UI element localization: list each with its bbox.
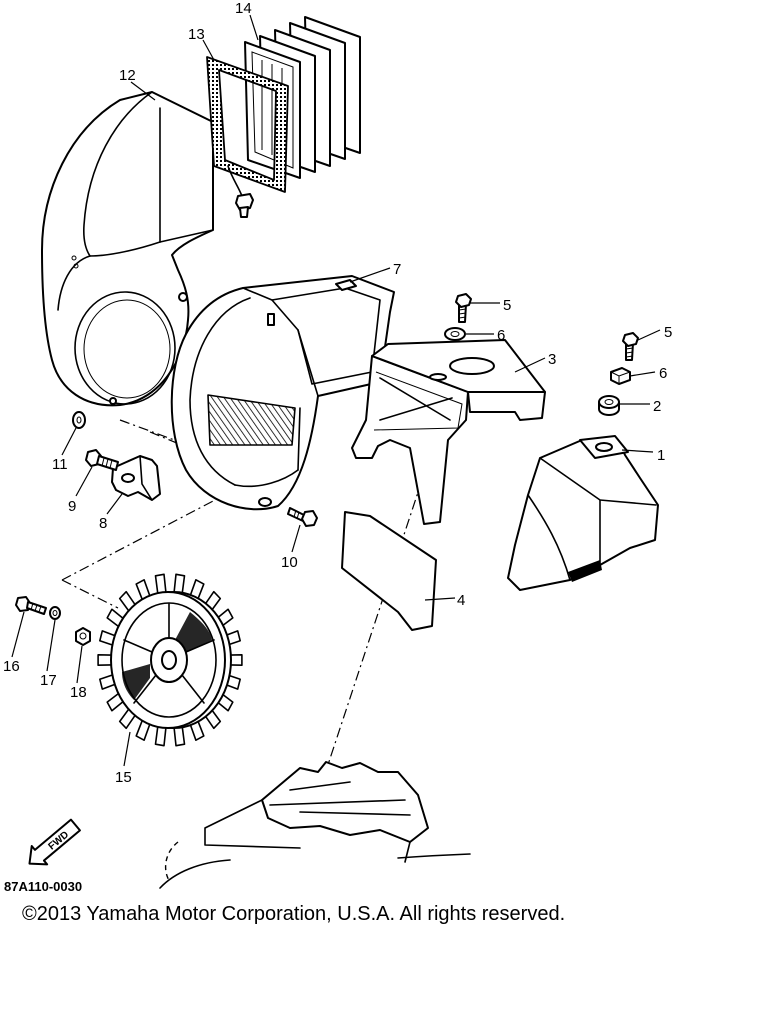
housing-mount-hole — [258, 497, 272, 507]
callout-17: 17 — [40, 672, 57, 689]
cover-drawing — [507, 435, 659, 591]
leader-line-12 — [130, 81, 156, 101]
callout-2: 2 — [653, 398, 661, 415]
leader-line-6-right — [629, 371, 656, 377]
flywheel-fan-drawing — [97, 573, 243, 747]
callout-18: 18 — [70, 684, 87, 701]
callout-8: 8 — [99, 515, 107, 532]
gasket-drawing — [206, 56, 289, 218]
leader-lines — [11, 14, 661, 767]
rivet-mark — [73, 263, 79, 269]
duct-bolt-tab — [109, 397, 117, 405]
leader-line-3 — [514, 357, 546, 373]
leader-line-17 — [46, 619, 56, 672]
cover-shaded-edge — [568, 560, 602, 582]
washer-6-left-drawing — [444, 327, 466, 341]
leader-line-7 — [349, 267, 391, 283]
reference-line-bracket-to-engine — [317, 461, 429, 796]
washer-17-drawing — [49, 606, 61, 620]
housing-tab — [335, 279, 357, 291]
clamp-hole — [121, 473, 135, 483]
diagram-part-code: 87A110-0030 — [4, 879, 82, 894]
nut-18-drawing — [75, 627, 91, 646]
bolt-5-right-drawing — [622, 332, 639, 361]
fan-spokes — [123, 603, 215, 704]
callout-15: 15 — [115, 769, 132, 786]
callout-6-left: 6 — [497, 327, 505, 344]
leader-line-1 — [621, 449, 654, 453]
callout-5-right: 5 — [664, 324, 672, 341]
fan-center-hole — [161, 650, 177, 670]
leader-line-15 — [123, 731, 131, 767]
bracket-drawing — [351, 339, 546, 525]
fwd-arrow-icon: FWD — [28, 818, 81, 866]
leader-line-10 — [291, 524, 301, 553]
cover-hole — [595, 442, 613, 452]
leader-line-8 — [106, 493, 123, 515]
callout-11: 11 — [52, 456, 68, 473]
duct-flange-ring — [74, 291, 176, 405]
clamp-drawing — [111, 455, 161, 501]
callout-12: 12 — [119, 67, 136, 84]
air-duct-drawing — [41, 91, 214, 407]
leader-line-13 — [202, 39, 215, 61]
housing-louvers — [207, 394, 296, 446]
leader-line-16 — [11, 611, 25, 658]
rivet-mark — [71, 255, 77, 261]
bolt-9-drawing — [85, 449, 119, 471]
leader-line-4 — [424, 597, 456, 601]
washer-11-drawing — [72, 411, 86, 429]
gasket-wire — [227, 165, 243, 197]
callout-9: 9 — [68, 498, 76, 515]
duct-flange-inner-ring — [83, 299, 171, 399]
fan-shaded-sector — [122, 664, 150, 700]
callout-7: 7 — [393, 261, 401, 278]
fan-housing-drawing — [170, 275, 395, 511]
callout-13: 13 — [188, 26, 205, 43]
duct-bolt-tab — [178, 292, 188, 302]
callout-numbers: 14 13 12 7 5 6 3 5 6 2 1 11 9 8 10 4 16 … — [3, 0, 672, 786]
leader-line-11 — [61, 427, 77, 456]
leader-line-14 — [249, 14, 259, 41]
bracket-oval-hole — [449, 357, 495, 375]
gasket-plug-drawing — [235, 193, 254, 218]
reference-line-fan-center — [61, 579, 119, 609]
fan-shaded-sector — [175, 612, 212, 652]
bolt-10-drawing — [287, 507, 318, 527]
callout-16: 16 — [3, 658, 20, 675]
plate-drawing — [341, 511, 437, 631]
callout-10: 10 — [281, 554, 298, 571]
callout-14: 14 — [235, 0, 252, 17]
engine-outline-drawing — [159, 761, 471, 889]
copyright-notice: ©2013 Yamaha Motor Corporation, U.S.A. A… — [22, 903, 566, 925]
callout-6-right: 6 — [659, 365, 667, 382]
leader-line-5-right — [637, 329, 661, 341]
callout-3: 3 — [548, 351, 556, 368]
callout-5-left: 5 — [503, 297, 511, 314]
nut-2-drawing — [598, 395, 620, 416]
callout-4: 4 — [457, 592, 465, 609]
housing-slot — [267, 313, 275, 326]
reference-line-fan-to-housing — [61, 487, 239, 581]
leader-line-9 — [75, 466, 93, 497]
bolt-5-left-drawing — [455, 293, 472, 323]
bolt-16-drawing — [15, 596, 47, 615]
bracket-slot — [429, 373, 447, 381]
nut-6-right-drawing — [610, 367, 631, 385]
callout-1: 1 — [657, 447, 665, 464]
filter-case-drawing — [244, 16, 361, 179]
fan-inner-ring — [121, 602, 217, 718]
leader-line-18 — [76, 645, 83, 684]
